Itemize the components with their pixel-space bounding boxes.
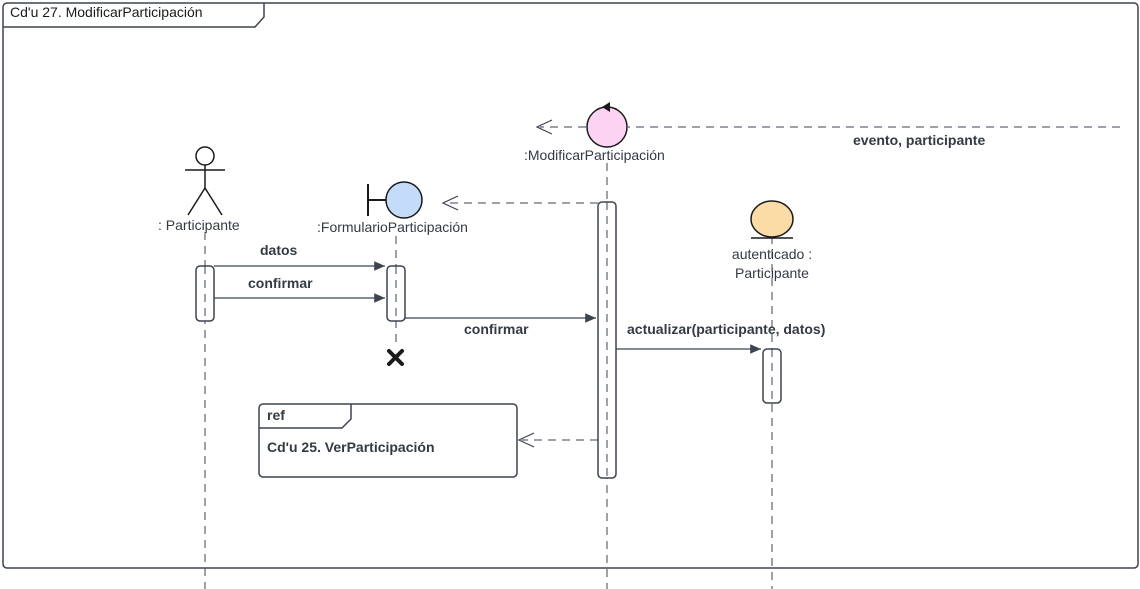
control-label: :ModificarParticipación — [524, 147, 665, 163]
message-confirmar-2-label: confirmar — [464, 321, 529, 337]
activation-control — [597, 201, 617, 479]
actor-icon — [185, 146, 225, 216]
message-trigger-label: evento, participante — [853, 132, 986, 148]
control-icon — [586, 102, 628, 148]
destroy-icon — [387, 349, 404, 366]
frame-title: Cd'u 27. ModificarParticipación — [10, 4, 203, 20]
entity-label: autenticado : Participante — [731, 246, 813, 281]
boundary-label: :FormularioParticipación — [317, 219, 468, 235]
ref-tag: ref — [267, 407, 285, 423]
frame-title-tab — [3, 3, 265, 28]
message-datos-label: datos — [260, 242, 298, 258]
entity-icon — [750, 200, 794, 239]
diagram-frame — [2, 2, 1139, 569]
message-confirmar-1-label: confirmar — [248, 275, 313, 291]
boundary-icon — [367, 181, 423, 219]
ref-tab — [259, 404, 352, 429]
ref-text: Cd'u 25. VerParticipación — [267, 439, 435, 455]
actor-label: : Participante — [158, 217, 240, 233]
open-arrowhead — [535, 119, 553, 135]
ref-fragment — [258, 403, 518, 478]
message-actualizar-label: actualizar(participante, datos) — [627, 321, 826, 337]
